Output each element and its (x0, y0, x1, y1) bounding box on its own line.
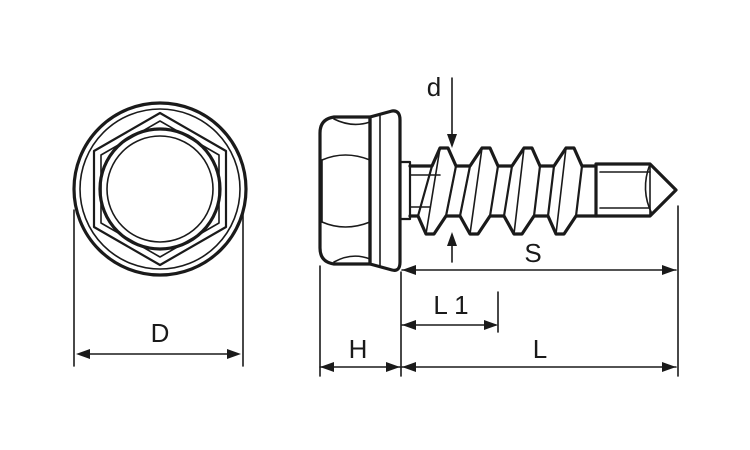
washer-inner-circle (79, 108, 241, 270)
label-D: D (151, 318, 170, 348)
label-d: d (427, 72, 441, 102)
washer-flange-side (368, 109, 402, 272)
thread-profile (408, 146, 598, 168)
drill-point (594, 162, 678, 218)
hex-head-outline (92, 111, 228, 267)
dimension-D: D (73, 209, 244, 367)
label-L: L (533, 334, 547, 364)
label-S: S (524, 238, 541, 268)
dimension-d: d (427, 72, 457, 263)
dimension-L: L (401, 334, 677, 372)
label-L1: L 1 (433, 290, 468, 320)
dimension-S: S (401, 205, 679, 377)
screw-side-view (318, 109, 678, 272)
dimension-L1: L 1 (401, 290, 499, 333)
screw-head-front-view (72, 101, 248, 277)
hex-chamfer-circle (98, 127, 222, 251)
dimension-H: H (319, 265, 402, 377)
washer-outer-circle (72, 101, 248, 277)
hex-face-circle (106, 135, 214, 243)
hex-head-inner-outline (100, 120, 220, 258)
hex-head-side (318, 115, 372, 266)
label-H: H (349, 334, 368, 364)
